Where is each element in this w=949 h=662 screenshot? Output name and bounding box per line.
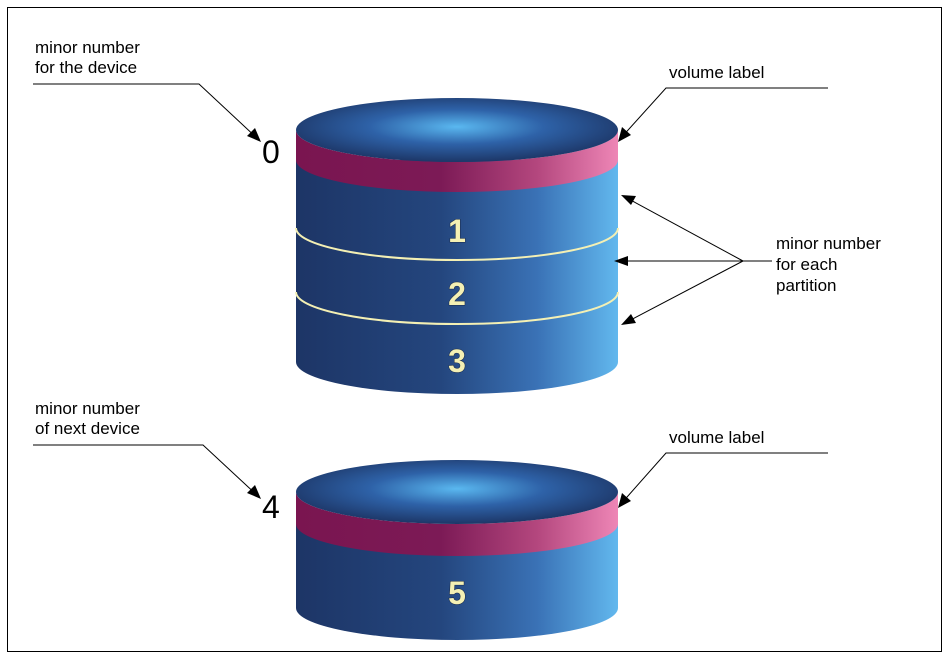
- disk-device-4: 5: [296, 460, 618, 640]
- arrowhead-partition-3: [621, 314, 636, 325]
- callout-volume-label-bottom: volume label: [669, 428, 764, 447]
- disk-0-top: [296, 98, 618, 162]
- diagram-border: [7, 7, 942, 652]
- disk-4-top: [296, 460, 618, 524]
- leader-minor-next: [33, 444, 261, 499]
- callout-minor-partition-line3: partition: [776, 276, 836, 295]
- callout-minor-next-line2: of next device: [35, 419, 140, 438]
- partition-number-5: 5: [448, 575, 466, 611]
- partition-number-3: 3: [448, 343, 466, 379]
- leader-line-partition-1: [624, 196, 744, 262]
- arrowhead-volume-bottom: [618, 493, 631, 508]
- partition-divider-1-2: [295, 227, 619, 261]
- leader-line-volume-bottom: [619, 452, 828, 506]
- callout-minor-device-line2: for the device: [35, 58, 137, 77]
- leader-line-minor-device: [33, 83, 260, 141]
- callout-minor-partition-line2: for each: [776, 255, 837, 274]
- disk-device-0: 1 2 3: [295, 98, 619, 394]
- partition-divider-2-3: [295, 291, 619, 325]
- leader-minor-device: [33, 83, 261, 142]
- arrowhead-partition-2: [614, 256, 628, 266]
- disk-4-body: [296, 524, 618, 640]
- callout-minor-partition-line1: minor number: [776, 234, 881, 253]
- partition-number-2: 2: [448, 276, 466, 312]
- volume-label-band-top: [296, 130, 618, 192]
- leader-volume-label-bottom: [618, 452, 828, 508]
- arrowhead-minor-device: [247, 128, 261, 142]
- callout-volume-label-top: volume label: [669, 63, 764, 82]
- partition-number-1: 1: [448, 213, 466, 249]
- callout-minor-device-line1: minor number: [35, 38, 140, 57]
- leader-line-partition-3: [624, 260, 744, 324]
- arrowhead-volume-top: [618, 127, 631, 142]
- leader-line-minor-next: [33, 444, 260, 498]
- arrowhead-partition-1: [621, 195, 636, 205]
- device-minor-number-0: 0: [262, 134, 280, 170]
- leader-minor-partition: [614, 195, 772, 325]
- leader-line-volume-top: [619, 87, 828, 140]
- device-minor-number-4: 4: [262, 489, 280, 525]
- leader-volume-label-top: [618, 87, 828, 142]
- callout-minor-next-line1: minor number: [35, 399, 140, 418]
- disk-0-body: [296, 160, 618, 394]
- arrowhead-minor-next: [247, 485, 261, 499]
